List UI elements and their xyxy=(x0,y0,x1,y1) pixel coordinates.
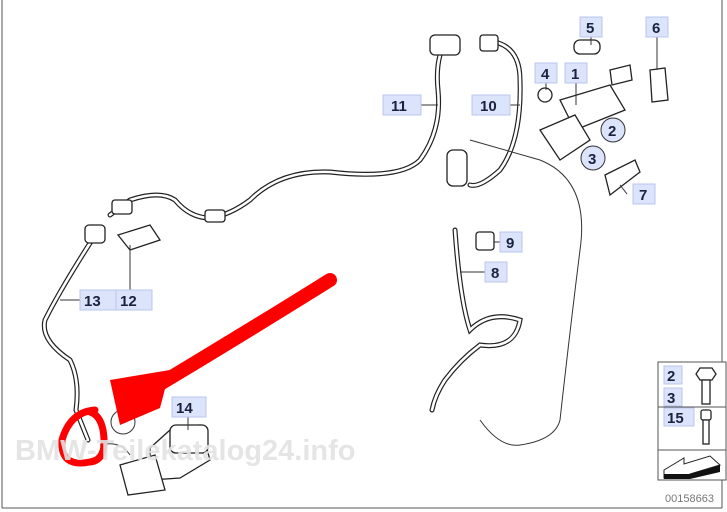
watermark: BMW-Teilekatalog24.info xyxy=(15,435,355,467)
clutch-slave-cylinder xyxy=(99,424,211,496)
reservoir-hose xyxy=(429,227,523,413)
legend-item-2[interactable]: 2 xyxy=(663,365,683,385)
callout-9[interactable]: 9 xyxy=(499,231,523,253)
hardware-legend: 2 3 15 xyxy=(657,361,727,481)
callout-12[interactable]: 12 xyxy=(115,289,153,311)
svg-text:15: 15 xyxy=(667,410,684,427)
callout-8[interactable]: 8 xyxy=(484,261,508,283)
svg-text:10: 10 xyxy=(480,98,497,115)
svg-text:11: 11 xyxy=(391,98,407,115)
svg-text:2: 2 xyxy=(608,123,616,140)
callout-5[interactable]: 5 xyxy=(579,16,603,38)
callout-10[interactable]: 10 xyxy=(471,94,511,116)
svg-text:3: 3 xyxy=(588,151,596,168)
callout-2-circled[interactable]: 2 xyxy=(600,117,626,143)
red-arrow-head xyxy=(110,370,170,425)
red-circle-mark xyxy=(58,406,108,467)
legend-item-3[interactable]: 3 xyxy=(663,387,683,407)
callout-7[interactable]: 7 xyxy=(632,183,656,205)
legend-item-15[interactable]: 15 xyxy=(663,407,695,427)
hydraulic-line xyxy=(41,34,523,443)
callout-1[interactable]: 1 xyxy=(564,62,588,84)
leader-lines xyxy=(60,37,658,430)
callout-4[interactable]: 4 xyxy=(534,62,558,84)
svg-text:3: 3 xyxy=(667,390,675,407)
arrow-icon xyxy=(663,455,721,479)
red-annotation xyxy=(58,273,337,467)
bolt-icon xyxy=(695,367,717,405)
svg-text:5: 5 xyxy=(586,20,594,37)
svg-text:4: 4 xyxy=(541,66,550,83)
red-arrow-shaft xyxy=(143,273,337,397)
svg-text:6: 6 xyxy=(652,20,660,37)
callout-11[interactable]: 11 xyxy=(382,94,422,116)
callout-14[interactable]: 14 xyxy=(171,396,207,418)
svg-text:8: 8 xyxy=(491,265,499,282)
diagram-code: 00158663 xyxy=(665,493,714,505)
callout-3-circled[interactable]: 3 xyxy=(580,145,606,171)
svg-text:14: 14 xyxy=(176,400,193,417)
svg-text:13: 13 xyxy=(84,293,101,310)
svg-text:12: 12 xyxy=(120,293,137,310)
callout-13[interactable]: 13 xyxy=(79,289,117,311)
svg-text:1: 1 xyxy=(571,66,579,83)
svg-text:9: 9 xyxy=(506,235,514,252)
screw-icon xyxy=(700,409,712,445)
svg-text:7: 7 xyxy=(639,187,647,204)
svg-text:2: 2 xyxy=(667,368,675,385)
callout-6[interactable]: 6 xyxy=(645,16,669,38)
